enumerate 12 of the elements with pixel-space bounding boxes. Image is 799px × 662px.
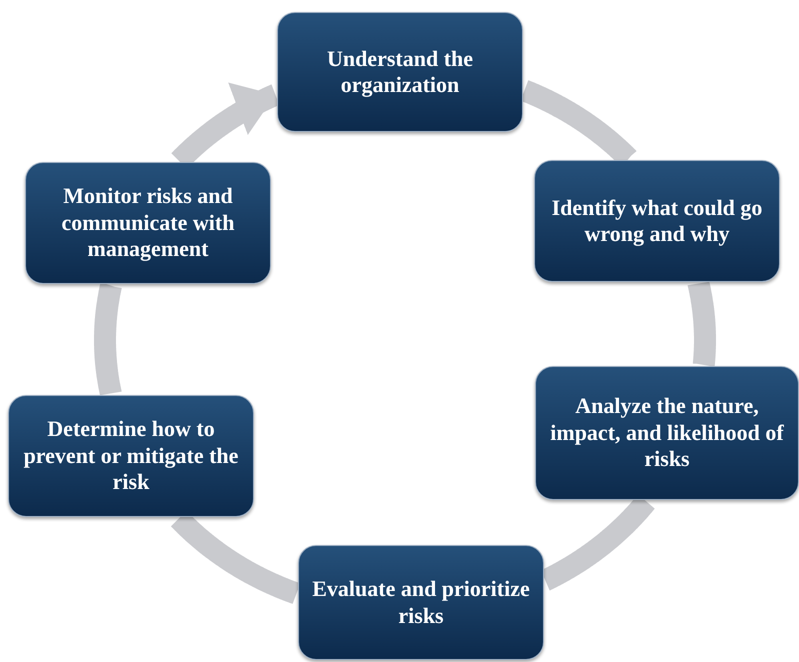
step-box [298, 545, 544, 660]
step-box [277, 12, 523, 132]
step-label: Identify what could go wrong and why [550, 194, 764, 248]
step-label: Determine how to prevent or mitigate the risk [22, 416, 240, 496]
step-label: Monitor risks and communicate with management [60, 183, 236, 263]
step-label: Understand the organization [326, 46, 474, 98]
step-box [8, 395, 254, 517]
step-label: Evaluate and prioritize risks [311, 576, 531, 629]
step-label: Analyze the nature, impact, and likelihood of risks [549, 393, 785, 473]
step-box [534, 160, 780, 282]
step-box [25, 162, 271, 284]
step-box [535, 366, 799, 500]
